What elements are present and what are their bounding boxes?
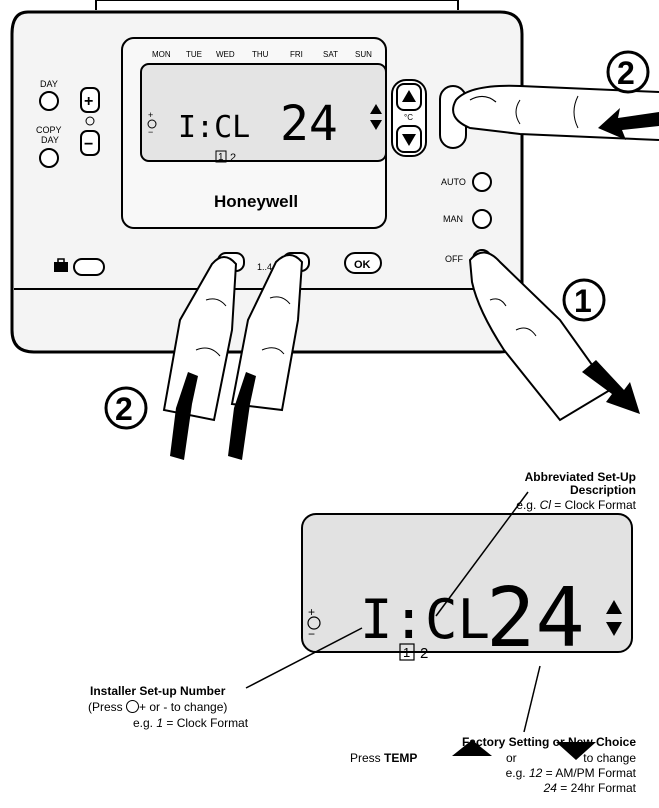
- clock-icon: [307, 616, 321, 630]
- man-button[interactable]: [472, 209, 492, 229]
- svg-text:2: 2: [420, 645, 428, 662]
- installer-press: (Press + or - to change): [88, 700, 228, 714]
- svg-text:AUTO: AUTO: [441, 177, 466, 187]
- finger-left-2: [230, 254, 304, 412]
- ok-button[interactable]: [344, 252, 382, 274]
- clock-icon: [126, 700, 140, 713]
- svg-text:COPY: COPY: [36, 125, 62, 135]
- factory-title: Factory Setting or New Choice: [461, 735, 636, 749]
- arrow-up-icon: [228, 372, 256, 460]
- lcd-value: 24: [280, 96, 338, 152]
- svg-text:°C: °C: [404, 113, 413, 122]
- svg-text:−: −: [84, 136, 93, 153]
- day-mon: MON: [152, 50, 171, 59]
- auto-button[interactable]: [472, 172, 492, 192]
- day-fri: FRI: [290, 50, 303, 59]
- day-labels: MON TUE WED THU FRI SAT SUN: [152, 50, 372, 59]
- svg-text:−: −: [308, 627, 315, 641]
- svg-text:2: 2: [617, 55, 635, 91]
- svg-text:1..4: 1..4: [257, 262, 272, 272]
- day-wed: WED: [216, 50, 235, 59]
- finger-off: [468, 251, 612, 422]
- lcd-screen: [140, 63, 387, 162]
- holiday-button[interactable]: [73, 258, 105, 276]
- display-value: 24: [486, 571, 585, 666]
- display-code: I:CL: [360, 588, 490, 651]
- copy-day-button[interactable]: [39, 148, 59, 168]
- clock-plusminus-icon: +: [148, 110, 153, 120]
- svg-text:−: −: [148, 127, 153, 137]
- minus-button[interactable]: [80, 130, 100, 156]
- step-2-badge-left: [104, 386, 148, 430]
- arrow-off-icon: [582, 360, 640, 414]
- thermostat-illustration: MON TUE WED THU FRI SAT SUN + − I:CL 24 …: [10, 0, 659, 460]
- factory-change: to change: [583, 751, 636, 765]
- svg-text:2: 2: [115, 391, 133, 427]
- abbrev-title: Abbreviated Set-Up Description: [524, 470, 636, 497]
- day-tue: TUE: [186, 50, 202, 59]
- enlarged-display: + − I:CL 24 1 2: [245, 491, 633, 760]
- factory-press: Press TEMP: [350, 751, 418, 765]
- svg-text:2: 2: [230, 152, 236, 164]
- down-arrow-icon: [370, 120, 382, 130]
- step-2-badge-right: [606, 50, 650, 94]
- day-sat: SAT: [323, 50, 338, 59]
- svg-text:DAY: DAY: [40, 79, 58, 89]
- factory-example-1: e.g. 12 = AM/PM Format: [505, 766, 636, 780]
- svg-text:+: +: [308, 605, 315, 619]
- temp-up-icon: [452, 740, 492, 756]
- day-button[interactable]: [39, 91, 59, 111]
- factory-or: or: [506, 751, 517, 765]
- up-arrow-icon: [606, 600, 622, 614]
- svg-text:DAY: DAY: [41, 135, 59, 145]
- display-panel: [301, 513, 633, 653]
- svg-text:MAN: MAN: [443, 214, 463, 224]
- day-thu: THU: [252, 50, 269, 59]
- clock-icon: [85, 116, 95, 126]
- arrow-right-icon: [598, 108, 659, 140]
- down-arrow-icon: [606, 622, 622, 636]
- lcd-page-box: [215, 150, 227, 163]
- step-1-badge: [562, 278, 606, 322]
- day-sun: SUN: [355, 50, 372, 59]
- svg-text:1: 1: [574, 283, 592, 319]
- installer-example: e.g. 1 = Clock Format: [133, 716, 249, 730]
- svg-text:1: 1: [403, 645, 410, 660]
- up-arrow-icon: [370, 104, 382, 114]
- svg-text:1: 1: [218, 152, 224, 163]
- lcd-code: I:CL: [178, 110, 250, 145]
- svg-text:OFF: OFF: [445, 254, 463, 264]
- holiday-icon: [54, 262, 68, 272]
- factory-example-2: 24 = 24hr Format: [543, 781, 636, 795]
- temp-down-icon: [556, 742, 596, 760]
- brand-logo: Honeywell: [214, 192, 298, 211]
- installer-title: Installer Set-up Number: [90, 684, 226, 698]
- svg-text:OK: OK: [354, 259, 371, 271]
- plus-button[interactable]: [80, 87, 100, 113]
- arrow-up-icon: [170, 372, 198, 460]
- clock-icon: [147, 119, 157, 129]
- abbrev-example: e.g. Cl = Clock Format: [516, 498, 636, 512]
- svg-text:+: +: [84, 93, 93, 110]
- display-page-box: [399, 643, 415, 661]
